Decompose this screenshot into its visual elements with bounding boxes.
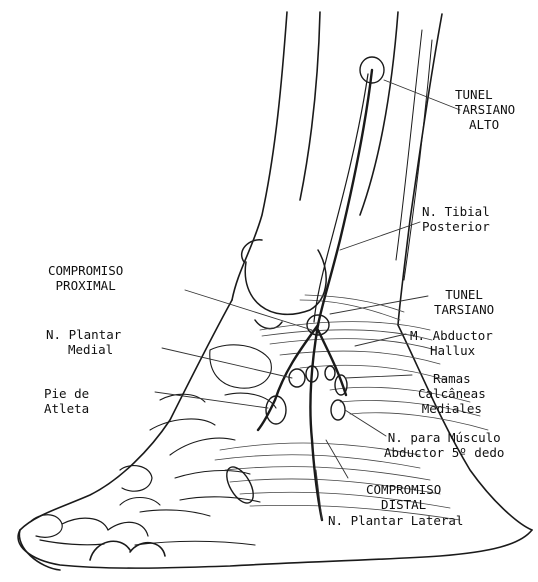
- label-line: ALTO: [455, 117, 515, 132]
- label-line: TUNEL: [455, 87, 515, 102]
- label-line: Medial: [46, 342, 121, 357]
- label-n-tibial-posterior: N. Tibial Posterior: [422, 204, 490, 234]
- tarsal-bones: [120, 345, 276, 545]
- label-line: Hallux: [410, 343, 493, 358]
- label-line: PROXIMAL: [48, 278, 123, 293]
- toe-bones: [30, 466, 152, 545]
- label-line: N. Plantar Lateral: [328, 513, 463, 528]
- label-compromiso-proximal: COMPROMISO PROXIMAL: [48, 263, 123, 293]
- label-line: TARSIANO: [455, 102, 515, 117]
- label-line: Ramas: [418, 371, 486, 386]
- label-tunel-tarsiano-alto: TUNEL TARSIANO ALTO: [455, 87, 515, 132]
- label-line: DISTAL: [366, 497, 441, 512]
- label-line: N. Plantar: [46, 327, 121, 342]
- label-n-plantar-lateral: N. Plantar Lateral: [328, 513, 463, 528]
- label-line: N. Tibial: [422, 204, 490, 219]
- label-line: Atleta: [44, 401, 89, 416]
- label-line: COMPROMISO: [366, 482, 441, 497]
- label-n-plantar-medial: N. Plantar Medial: [46, 327, 121, 357]
- label-line: Posterior: [422, 219, 490, 234]
- label-line: M. Abductor: [410, 328, 493, 343]
- label-pie-de-atleta: Pie de Atleta: [44, 386, 89, 416]
- label-line: Mediales: [418, 401, 486, 416]
- label-line: TUNEL: [434, 287, 494, 302]
- label-n-para-musculo-abductor: N. para Músculo Abductor 5º dedo: [384, 430, 504, 460]
- label-line: Calcâneas: [418, 386, 486, 401]
- label-line: TARSIANO: [434, 302, 494, 317]
- label-line: COMPROMISO: [48, 263, 123, 278]
- label-line: Pie de: [44, 386, 89, 401]
- label-compromiso-distal: COMPROMISO DISTAL: [366, 482, 441, 512]
- label-line: N. para Músculo: [384, 430, 504, 445]
- leg-outline: [232, 12, 442, 325]
- label-tunel-tarsiano: TUNEL TARSIANO: [434, 287, 494, 317]
- label-m-abductor-hallux: M. Abductor Hallux: [410, 328, 493, 358]
- label-line: Abductor 5º dedo: [384, 445, 504, 460]
- label-ramas-calcaneas-mediales: Ramas Calcâneas Mediales: [418, 371, 486, 416]
